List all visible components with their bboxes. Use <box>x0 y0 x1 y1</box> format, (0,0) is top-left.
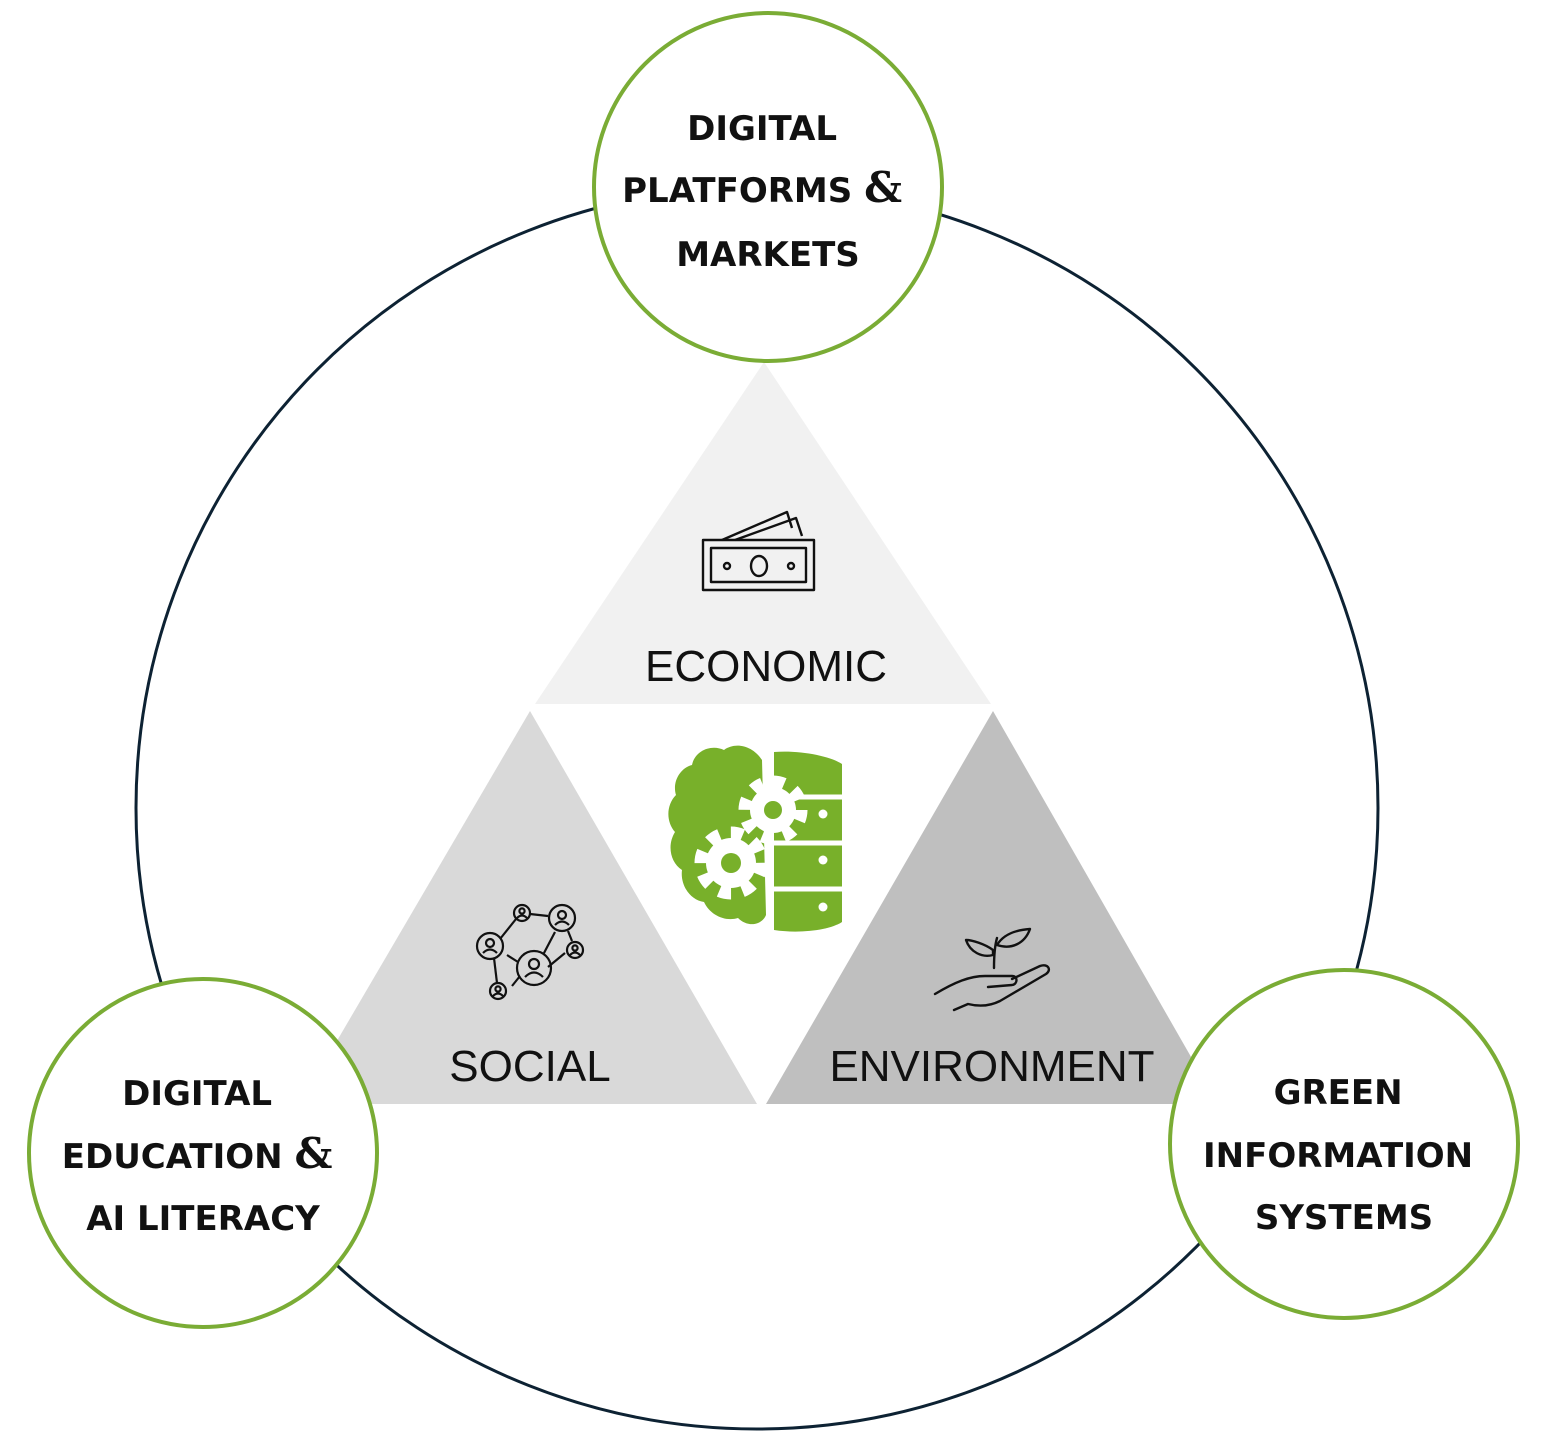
digital-platforms-title: DIGITAL PLATFORMS & MARKETS <box>622 109 914 275</box>
economic-label: ECONOMIC <box>645 642 887 691</box>
green-information-systems-title: GREEN INFORMATION SYSTEMS <box>1203 1073 1485 1238</box>
money-bill-icon <box>701 510 816 592</box>
digital-education-node <box>27 977 379 1329</box>
people-network-icon <box>475 903 585 1001</box>
social-label: SOCIAL <box>449 1042 610 1091</box>
environment-triangle <box>766 711 1218 1104</box>
environment-label: ENVIRONMENT <box>829 1042 1154 1091</box>
economic-triangle <box>535 362 991 704</box>
gear-icon <box>738 775 808 845</box>
gear-icon <box>694 826 768 900</box>
green-information-systems-node <box>1168 968 1520 1320</box>
hand-plant-icon <box>933 927 1051 1012</box>
digital-education-title: DIGITAL EDUCATION & AI LITERACY <box>62 1074 345 1239</box>
brain-database-gears-icon <box>668 745 842 932</box>
digital-platforms-node <box>592 11 944 363</box>
